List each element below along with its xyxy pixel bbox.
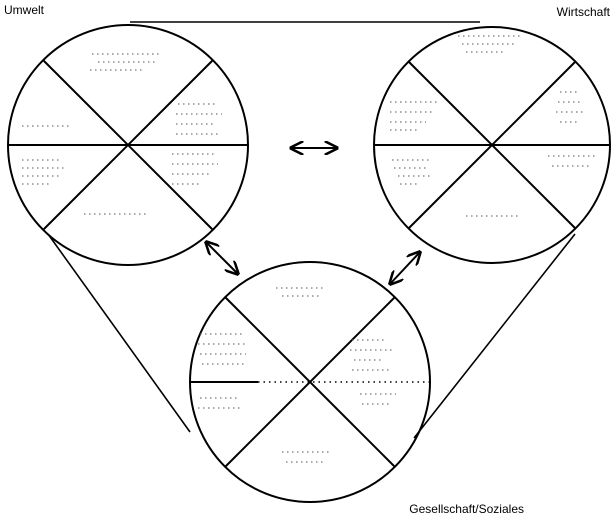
society-diagonal-divider: [224, 296, 396, 468]
economy-segment-placeholder-text: [390, 35, 598, 217]
economy-label: Wirtschaft: [557, 5, 611, 19]
economy-circle: [373, 26, 611, 264]
environment-diagonal-divider: [42, 59, 214, 231]
society-circle: [189, 261, 431, 503]
environment-circle: [7, 24, 249, 266]
left-connector-line: [47, 233, 191, 433]
economy-diagonal-divider: [408, 61, 576, 229]
environment-society-double-arrow-icon: [206, 242, 238, 274]
connecting-triangle: [47, 21, 576, 439]
society-label: Gesellschaft/Soziales: [409, 502, 524, 516]
right-connector-line: [413, 233, 576, 439]
economy-society-double-arrow-icon: [390, 252, 420, 284]
environment-segment-placeholder-text: [22, 53, 222, 215]
society-segment-placeholder-text: [198, 287, 396, 463]
environment-label: Umwelt: [4, 3, 45, 17]
